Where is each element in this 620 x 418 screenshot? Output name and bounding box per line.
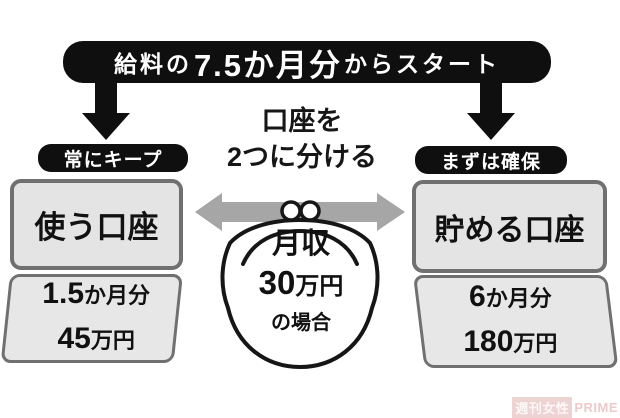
purse-income-label: 月収 (271, 228, 330, 260)
split-instruction: 口座を 2つに分ける (193, 103, 411, 175)
spending-amount-line: 45万円 (57, 319, 134, 364)
saving-months-unit: か月分 (485, 285, 552, 311)
split-instruction-line1: 口座を (261, 106, 343, 136)
spending-amount-content: 1.5か月分 45万円 (13, 277, 180, 360)
left-account-tag: 常にキープ (38, 144, 188, 172)
spending-months-unit: か月分 (84, 282, 151, 308)
down-arrow-right-head (467, 113, 515, 140)
saving-amount-unit: 万円 (513, 330, 558, 356)
watermark-publisher: 週刊女性 (512, 397, 573, 418)
saving-amount-line: 180万円 (463, 322, 557, 367)
split-instruction-line2: 2つに分ける (226, 142, 378, 172)
spending-months-value: 1.5 (42, 276, 85, 310)
banner-prefix: 給料の (113, 51, 192, 77)
double-arrow-right-head (377, 193, 405, 231)
saving-amount-content: 6か月分 180万円 (416, 278, 604, 365)
saving-months-line: 6か月分 (469, 277, 552, 322)
spending-amount-box: 1.5か月分 45万円 (0, 274, 184, 363)
saving-amount-box: 6か月分 180万円 (413, 275, 619, 368)
banner-suffix: からスタート (344, 51, 501, 77)
purse-caption: 月収 30万円 の場合 (231, 228, 371, 334)
spending-amount-value: 45 (57, 321, 91, 355)
spending-amount-unit: 万円 (90, 327, 135, 353)
saving-account-box: 貯める口座 (412, 180, 607, 273)
purse-clasp-left (280, 200, 302, 222)
purse-amount-unit: 万円 (295, 273, 344, 300)
right-account-tag: まずは確保 (415, 146, 567, 174)
saving-amount-value: 180 (463, 324, 514, 358)
watermark: 週刊女性 PRIME (512, 397, 618, 418)
spending-months-line: 1.5か月分 (42, 274, 150, 319)
down-arrow-left-shaft (95, 82, 117, 114)
purse-amount-value: 30 (258, 264, 296, 301)
spending-account-box: 使う口座 (10, 179, 183, 270)
down-arrow-left-head (82, 113, 130, 140)
saving-months-value: 6 (469, 279, 486, 313)
purse-body (220, 218, 380, 369)
purse-frame-arc (241, 228, 359, 266)
down-arrow-right-shaft (480, 82, 502, 114)
watermark-brand: PRIME (574, 400, 618, 415)
purse-case-label: の場合 (271, 312, 331, 334)
purse-clasp-right (299, 200, 321, 222)
banner-highlight: 7.5か月分 (193, 47, 343, 83)
purse-income-amount: 30万円 (259, 261, 344, 312)
double-arrow-left-head (195, 193, 222, 231)
coin-purse-icon (220, 200, 380, 369)
